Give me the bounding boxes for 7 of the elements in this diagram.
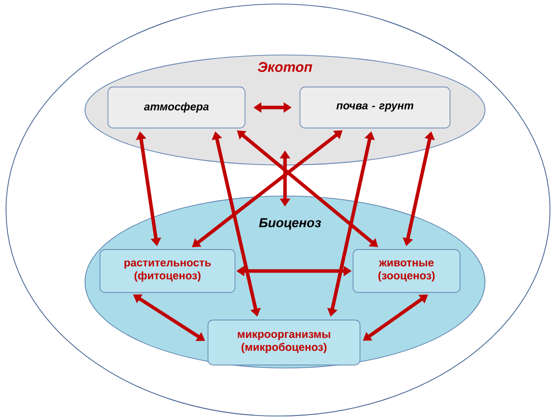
- ellipse-title: Экотоп: [258, 62, 312, 72]
- component-box: атмосфера: [108, 86, 246, 128]
- component-box: животные (зооценоз): [352, 249, 460, 293]
- component-box: микроорганизмы (микробоценоз): [208, 320, 360, 366]
- component-box: почва - грунт: [300, 86, 450, 128]
- component-box: растительность (фитоценоз): [100, 249, 236, 293]
- ellipse-title: Биоценоз: [259, 218, 321, 230]
